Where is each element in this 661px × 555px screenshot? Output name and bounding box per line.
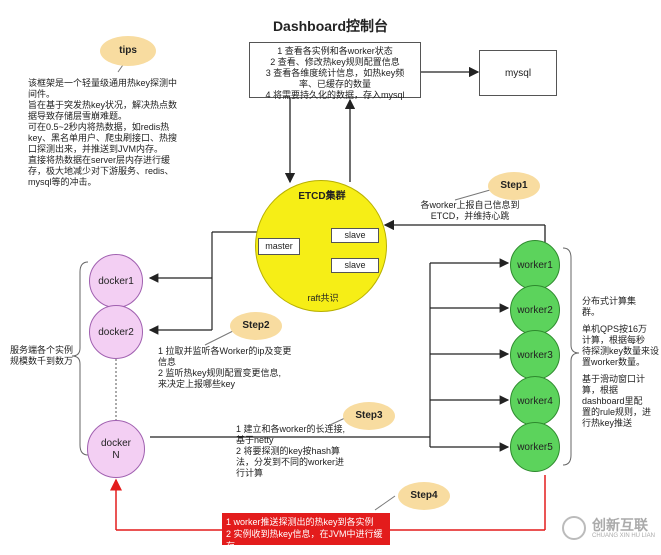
mysql-node: mysql [479, 50, 557, 96]
right-note-line: 分布式计算集 [582, 296, 637, 306]
step3-text: 1 建立和各worker的长连接, 基于netty 2 将要探测的key按has… [236, 424, 386, 479]
dashboard-line: 4 将需要持久化的数据，存入mysql [265, 90, 405, 100]
step2-line: 1 拉取并监听各Worker的ip及变更 [158, 346, 292, 356]
master-node: master [258, 238, 300, 255]
worker1-label: worker1 [517, 260, 553, 271]
tips-bubble: tips [100, 36, 156, 66]
right-note: 分布式计算集 群。 单机QPS按16万 计算，根据每秒 待探测key数量来设 置… [582, 296, 660, 429]
tips-line: 口探测出来，并推送到JVM内存。 [28, 144, 164, 154]
left-note: 服务端各个实例 规模数千到数万 [10, 345, 76, 367]
step2-label: Step2 [242, 320, 270, 331]
step4-bubble: Step4 [398, 482, 450, 510]
step1-line: ETCD，并维持心跳 [430, 211, 510, 221]
step2-line: 2 监听热key规则配置变更信息, [158, 368, 282, 378]
worker4-node: worker4 [510, 376, 560, 426]
right-note-line: 待探测key数量来设 [582, 346, 660, 356]
step2-line: 来决定上报哪些key [158, 379, 236, 389]
docker2-node: docker2 [89, 305, 143, 359]
slave-label: slave [344, 260, 366, 270]
worker5-node: worker5 [510, 422, 560, 472]
step4-line: 2 实例收到热key信息，在JVM中进行缓存 [226, 529, 383, 551]
tips-line: 旨在基于突发热key状况，解决热点数 [28, 100, 178, 110]
right-note-line: dashboard里配 [582, 396, 643, 406]
worker4-label: worker4 [517, 396, 553, 407]
right-note-line: 行热key推送 [582, 418, 633, 428]
right-note-line: 置的rule规则，进 [582, 407, 652, 417]
left-note-line: 服务端各个实例 [10, 345, 74, 355]
step2-text: 1 拉取并监听各Worker的ip及变更 信息 2 监听热key规则配置变更信息… [158, 346, 318, 390]
right-note-line: 算，根据 [582, 385, 619, 395]
dashboard-line: 2 查看、修改热key规则配置信息 [270, 57, 400, 67]
tips-line: mysql等的冲击。 [28, 177, 97, 187]
left-note-line: 规模数千到数万 [10, 356, 74, 366]
slave-label: slave [344, 230, 366, 240]
tips-line: 该框架是一个轻量级通用热key探测中 [28, 78, 178, 88]
tips-line: 间件。 [28, 89, 56, 99]
step4-line: 1 worker推送探测出的热key到各实例 [226, 517, 374, 527]
tips-line: key、黑名单用户、爬虫刷接口、热搜 [28, 133, 178, 143]
dashboard-box: 1 查看各实例和各worker状态 2 查看、修改热key规则配置信息 3 查看… [249, 42, 421, 100]
step1-line: 各worker上报自己信息到 [420, 200, 520, 210]
step3-bubble: Step3 [343, 402, 395, 430]
worker3-node: worker3 [510, 330, 560, 380]
docker2-label: docker2 [98, 327, 134, 338]
dashboard-line: 1 查看各实例和各worker状态 [277, 46, 393, 56]
step3-line: 法，分发到不同的worker进 [236, 457, 345, 467]
step1-label: Step1 [500, 180, 528, 191]
docker1-node: docker1 [89, 254, 143, 308]
step1-text: 各worker上报自己信息到 ETCD，并维持心跳 [405, 200, 535, 222]
step3-line: 基于netty [236, 435, 274, 445]
worker5-label: worker5 [517, 442, 553, 453]
right-note-line: 置worker数量。 [582, 357, 646, 367]
dashboard-line: 率、已缓存的数量 [298, 79, 371, 89]
tips-line: 存，极大地减少对下游服务、redis、 [28, 166, 174, 176]
right-note-line: 单机QPS按16万 [582, 324, 648, 334]
page-title: Dashboard控制台 [272, 18, 389, 34]
watermark-en: CHUANG XIN HU LIAN [592, 533, 656, 539]
step2-bubble: Step2 [230, 312, 282, 340]
etcd-label: ETCD集群 [298, 191, 346, 202]
worker2-node: worker2 [510, 285, 560, 335]
worker3-label: worker3 [517, 350, 553, 361]
tips-label: tips [119, 45, 137, 56]
raft-label: raft共识 [307, 293, 339, 303]
step3-label: Step3 [355, 410, 383, 421]
right-note-line: 群。 [582, 307, 601, 317]
step2-line: 信息 [158, 357, 177, 367]
slave-node-1: slave [331, 228, 379, 243]
tips-line: 可在0.5~2秒内将热数据，如redis热 [28, 122, 170, 132]
tips-line: 据导致存储层雪崩难题。 [28, 111, 128, 121]
right-note-line: 计算，根据每秒 [582, 335, 646, 345]
master-label: master [265, 241, 293, 251]
docker1-label: docker1 [98, 276, 134, 287]
step1-bubble: Step1 [488, 172, 540, 200]
dockerN-node: docker N [87, 420, 145, 478]
dashboard-line: 3 查看各维度统计信息，如热key频 [265, 68, 405, 78]
slave-node-2: slave [331, 258, 379, 273]
tips-line: 直接将热数据在server层内存进行缓 [28, 155, 171, 165]
tips-text: 该框架是一个轻量级通用热key探测中 间件。 旨在基于突发热key状况，解决热点… [28, 78, 198, 188]
step3-line: 1 建立和各worker的长连接, [236, 424, 346, 434]
step3-line: 2 将要探测的key按hash算 [236, 446, 341, 456]
step4-label: Step4 [410, 490, 438, 501]
right-note-line: 基于滑动窗口计 [582, 374, 646, 384]
worker1-node: worker1 [510, 240, 560, 290]
dockerN-label: docker [100, 438, 131, 449]
mysql-label: mysql [504, 68, 532, 79]
step4-box: 1 worker推送探测出的热key到各实例 2 实例收到热key信息，在JVM… [222, 513, 390, 551]
watermark-cn: 创新互联 [592, 517, 648, 533]
worker2-label: worker2 [517, 305, 553, 316]
logo-icon [562, 516, 586, 540]
step3-line: 行计算 [236, 468, 264, 478]
dockerN-label: N [112, 450, 120, 461]
